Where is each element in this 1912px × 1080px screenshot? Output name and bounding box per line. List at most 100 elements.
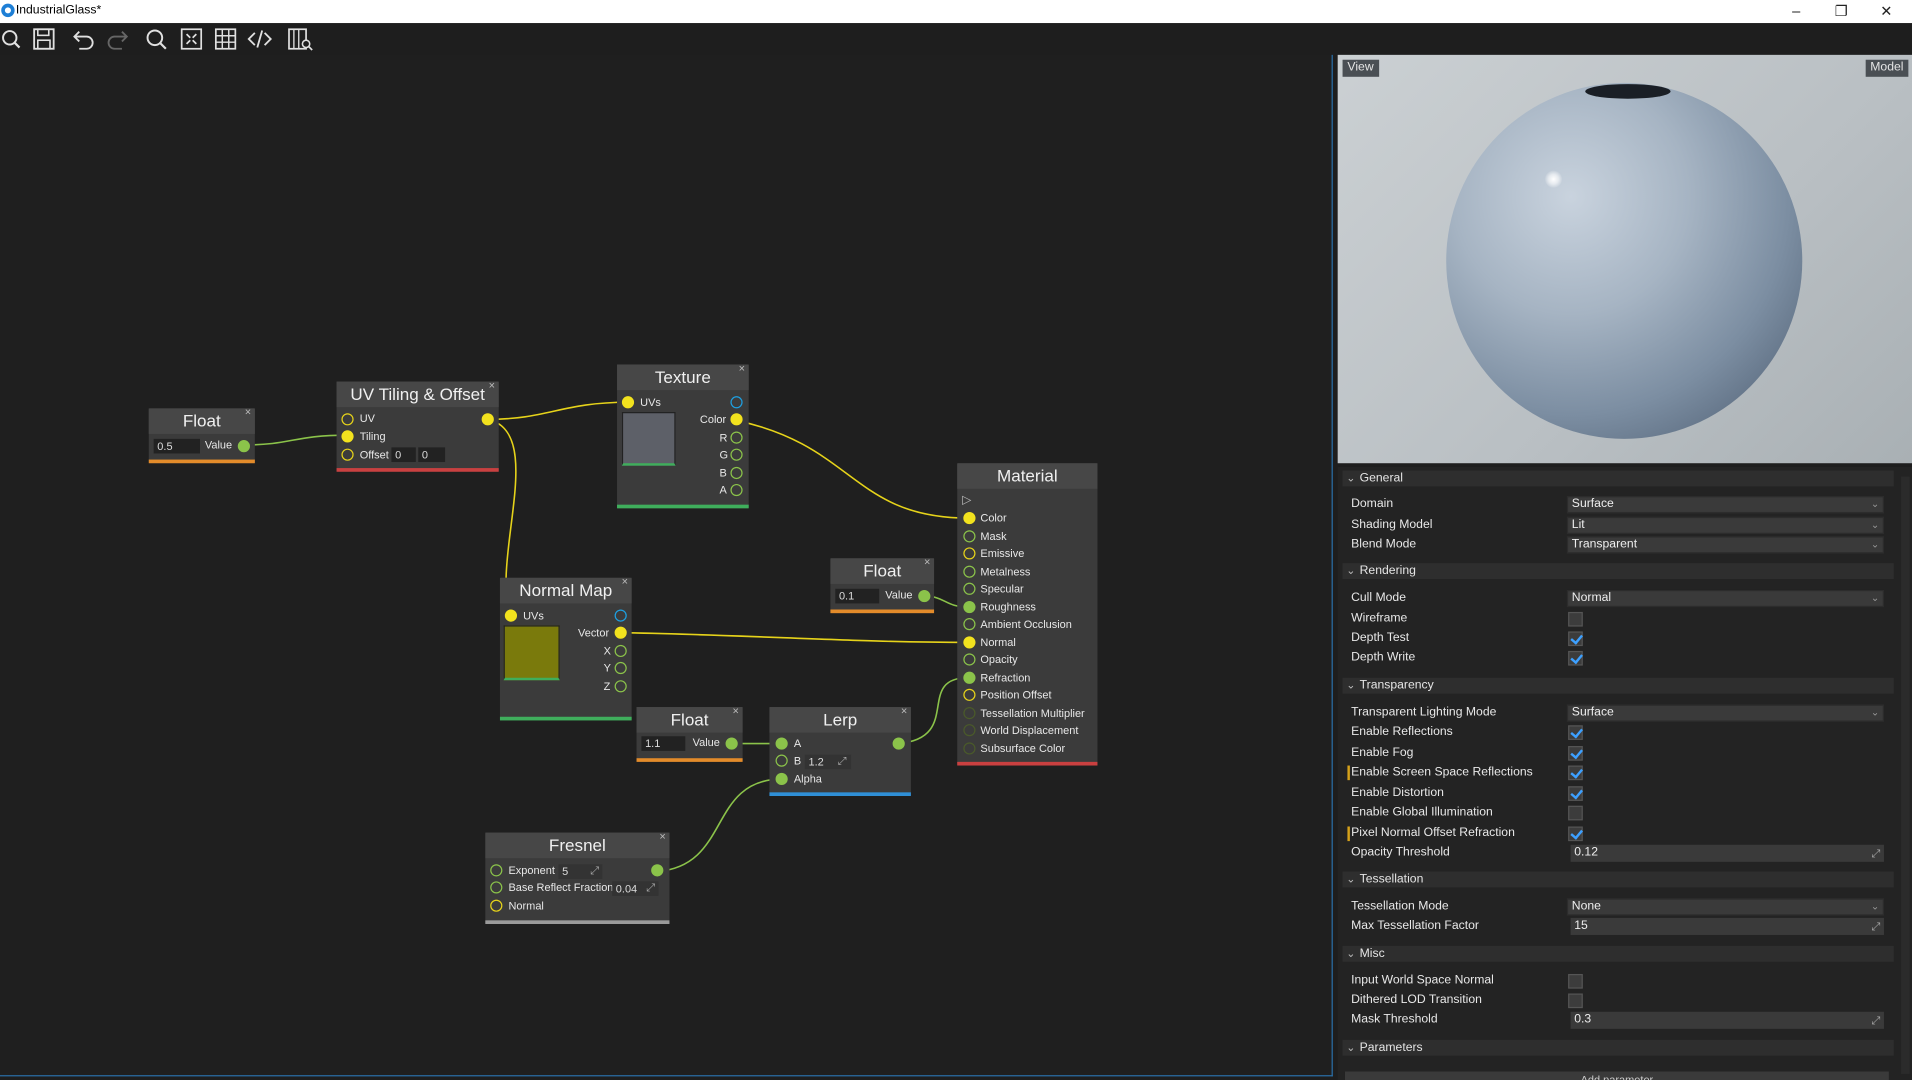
output-pin[interactable] <box>725 737 738 750</box>
enable-distortion-checkbox[interactable] <box>1568 786 1583 801</box>
blend-mode-dropdown[interactable]: Transparent⌄ <box>1566 536 1884 554</box>
output-pin[interactable] <box>237 440 250 453</box>
source-code-icon[interactable] <box>246 27 273 51</box>
close-icon[interactable]: × <box>659 830 666 843</box>
float-node[interactable]: Float × 1.1 Value <box>636 704 743 762</box>
value-field[interactable]: 0.1 <box>835 588 880 604</box>
expand-icon[interactable]: ⤢ <box>1871 847 1881 860</box>
section-misc[interactable]: ⌄Misc <box>1342 945 1894 962</box>
input-world-space-normal-checkbox[interactable] <box>1568 973 1583 989</box>
section-transparency[interactable]: ⌄Transparency <box>1342 677 1894 694</box>
transparent-lighting-mode-dropdown[interactable]: Surface⌄ <box>1566 704 1884 722</box>
redo-icon[interactable] <box>105 27 132 51</box>
offset-y-field[interactable]: 0 <box>418 447 446 463</box>
material-preview-viewport[interactable]: View Model <box>1337 54 1912 464</box>
texture-preview-thumbnail[interactable] <box>621 412 676 466</box>
grid-icon[interactable] <box>212 27 239 51</box>
enable-gi-checkbox[interactable] <box>1568 805 1583 821</box>
enable-ssr-checkbox[interactable] <box>1568 765 1583 781</box>
docs-icon[interactable] <box>287 27 314 51</box>
texture-node[interactable]: Texture × UVs Color R G B A <box>617 362 749 509</box>
a-input-pin[interactable] <box>775 737 788 750</box>
wireframe-checkbox[interactable] <box>1568 611 1583 627</box>
subsurface-color-input-pin[interactable] <box>963 742 976 755</box>
y-output-pin[interactable] <box>614 661 627 675</box>
fresnel-node[interactable]: Fresnel × Exponent 5 ⤢ Base Reflect Frac… <box>485 830 670 925</box>
properties-scrollbar[interactable] <box>1901 476 1910 1074</box>
close-icon[interactable]: × <box>244 405 252 419</box>
exponent-field[interactable]: 5 <box>558 864 603 879</box>
output-pin[interactable] <box>651 864 664 877</box>
enable-fog-checkbox[interactable] <box>1568 746 1583 761</box>
material-graph-canvas[interactable]: Float × 0.5 Value UV Tiling & Offset × U… <box>0 54 1333 1077</box>
opacity-threshold-field[interactable]: 0.12⤢ <box>1570 844 1884 862</box>
rgba-output-pin[interactable] <box>614 609 627 622</box>
close-icon[interactable]: × <box>738 362 746 375</box>
output-pin[interactable] <box>892 737 905 750</box>
normal-map-preview-thumbnail[interactable] <box>503 625 560 681</box>
shading-model-dropdown[interactable]: Lit⌄ <box>1566 516 1884 534</box>
a-output-pin[interactable] <box>730 483 743 497</box>
close-icon[interactable]: × <box>621 575 628 588</box>
value-field[interactable]: 0.5 <box>153 438 200 454</box>
section-parameters[interactable]: ⌄Parameters <box>1342 1039 1894 1056</box>
search-icon[interactable] <box>0 27 27 51</box>
alpha-input-pin[interactable] <box>775 772 788 786</box>
expand-icon[interactable]: ⤢ <box>590 864 599 877</box>
close-icon[interactable]: × <box>732 704 739 717</box>
color-output-pin[interactable] <box>730 413 743 426</box>
metalness-input-pin[interactable] <box>963 565 976 578</box>
float-node[interactable]: Float × 0.1 Value <box>830 555 935 614</box>
view-menu-button[interactable]: View <box>1342 59 1379 77</box>
enable-reflections-checkbox[interactable] <box>1568 725 1583 740</box>
close-icon[interactable]: × <box>488 379 496 392</box>
section-rendering[interactable]: ⌄Rendering <box>1342 563 1894 580</box>
offset-x-field[interactable]: 0 <box>391 447 416 463</box>
section-tessellation[interactable]: ⌄Tessellation <box>1342 871 1894 888</box>
lerp-node[interactable]: Lerp × A B 1.2 ⤢ Alpha <box>769 704 911 797</box>
b-value-field[interactable]: 1.2 <box>804 754 852 770</box>
normal-input-pin[interactable] <box>490 899 503 912</box>
b-output-pin[interactable] <box>730 466 743 480</box>
close-icon[interactable]: × <box>923 555 931 569</box>
exponent-input-pin[interactable] <box>490 864 503 877</box>
undo-icon[interactable] <box>70 27 97 51</box>
close-icon[interactable]: × <box>900 704 908 717</box>
save-icon[interactable] <box>30 27 57 51</box>
emissive-input-pin[interactable] <box>963 547 976 560</box>
zoom-icon[interactable] <box>144 27 171 51</box>
uv-input-pin[interactable] <box>341 413 354 426</box>
color-input-pin[interactable] <box>963 511 976 525</box>
tiling-input-pin[interactable] <box>341 430 354 443</box>
max-tessellation-factor-field[interactable]: 15⤢ <box>1570 917 1884 935</box>
depth-test-checkbox[interactable] <box>1568 631 1583 647</box>
normal-map-node[interactable]: Normal Map × UVs Vector X Y Z <box>499 575 632 721</box>
float-node[interactable]: Float × 0.5 Value <box>148 405 255 464</box>
expand-icon[interactable]: ⤢ <box>837 754 847 767</box>
close-button[interactable]: ✕ <box>1880 2 1893 20</box>
b-input-pin[interactable] <box>775 754 788 767</box>
g-output-pin[interactable] <box>730 448 743 461</box>
tessellation-mode-dropdown[interactable]: None⌄ <box>1566 898 1884 916</box>
pixel-normal-offset-refraction-checkbox[interactable] <box>1568 826 1583 842</box>
depth-write-checkbox[interactable] <box>1568 650 1583 666</box>
value-field[interactable]: 1.1 <box>641 736 686 751</box>
fit-view-icon[interactable] <box>178 27 205 51</box>
ambient-occlusion-input-pin[interactable] <box>963 618 976 631</box>
uvs-input-pin[interactable] <box>504 609 518 622</box>
rgba-output-pin[interactable] <box>730 396 743 409</box>
add-parameter-button[interactable]: Add parameter <box>1344 1071 1889 1080</box>
expand-icon[interactable]: ⤢ <box>1871 1014 1881 1027</box>
roughness-input-pin[interactable] <box>963 600 976 614</box>
expand-icon[interactable]: ⤢ <box>1871 920 1881 933</box>
vector-output-pin[interactable] <box>614 626 627 639</box>
specular-input-pin[interactable] <box>963 582 976 595</box>
uvs-input-pin[interactable] <box>621 396 635 409</box>
expand-icon[interactable]: ⤢ <box>646 881 656 894</box>
output-pin[interactable] <box>481 413 494 426</box>
world-displacement-input-pin[interactable] <box>963 724 976 737</box>
model-menu-button[interactable]: Model <box>1865 59 1909 77</box>
material-node[interactable]: Material ▷ Color Mask Emissive Metalness… <box>957 463 1098 766</box>
dithered-lod-transition-checkbox[interactable] <box>1568 993 1583 1009</box>
z-output-pin[interactable] <box>614 680 627 693</box>
